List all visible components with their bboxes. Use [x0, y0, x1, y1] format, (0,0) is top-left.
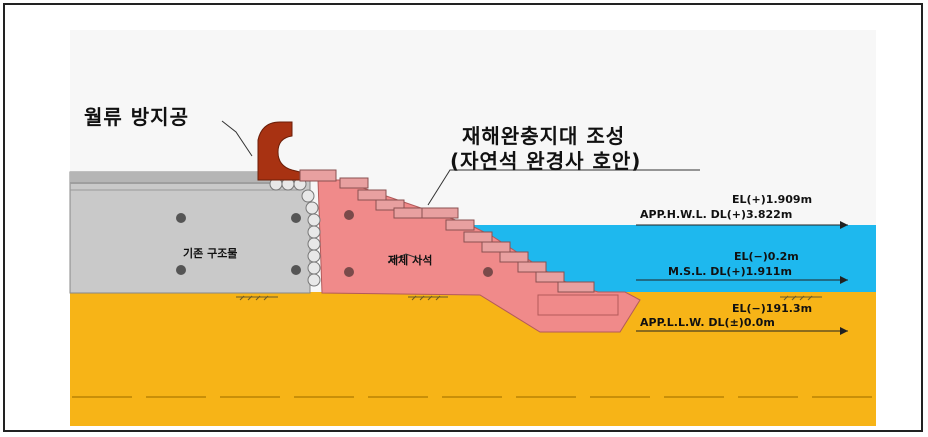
level-el-1: EL(+)1.909m: [732, 193, 813, 206]
seabed-ground: [70, 292, 876, 426]
buffer-zone-subtitle: (자연석 완경사 호안): [450, 149, 642, 173]
armour-blocks: [299, 169, 595, 293]
bolt-icon: [483, 267, 493, 277]
buffer-zone-title: 재해완충지대 조성: [462, 124, 626, 148]
toe-block-outline: [537, 294, 619, 316]
leader-line-buffer: [427, 169, 700, 206]
stone-chain: [269, 177, 321, 287]
parapet-wall: [257, 121, 301, 181]
existing-structure-label: 기존 구조물: [183, 247, 238, 260]
ground-hatch: [236, 295, 822, 301]
overflow-prevention-label: 월류 방지공: [84, 105, 189, 129]
riprap-body-label: 제체 사석: [388, 254, 433, 267]
bolt-icon: [344, 210, 354, 220]
bolt-icon: [176, 265, 186, 275]
bolt-icon: [176, 213, 186, 223]
bolt-icon: [291, 213, 301, 223]
level-datum-2: M.S.L. DL(+)1.911m: [668, 265, 792, 278]
level-datum-3: APP.L.L.W. DL(±)0.0m: [640, 316, 775, 329]
existing-structure-top: [70, 172, 270, 184]
leader-line-riprap: [387, 253, 421, 263]
level-datum-1: APP.H.W.L. DL(+)3.822m: [640, 208, 793, 221]
leader-line-overflow: [221, 120, 253, 157]
level-el-3: EL(−)191.3m: [732, 302, 813, 315]
level-lines: [636, 224, 848, 332]
bolt-icon: [344, 267, 354, 277]
level-arrow-icon: [840, 221, 848, 335]
level-el-2: EL(−)0.2m: [734, 250, 799, 263]
bolt-icon: [291, 265, 301, 275]
